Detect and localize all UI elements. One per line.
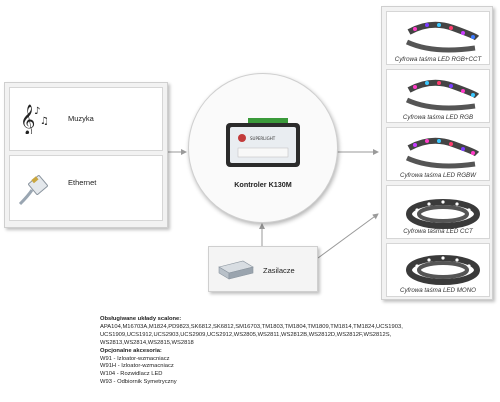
controller-brand-text: SUPERLIGHT bbox=[250, 136, 276, 141]
power-panel: Zasilacze bbox=[208, 246, 318, 292]
strip-caption: Cyfrowa taśma LED RGB+CCT bbox=[387, 56, 489, 63]
strip-caption: Cyfrowa taśma LED RGBW bbox=[387, 172, 489, 179]
accessories-heading: Opcjonalne akcesoria: bbox=[100, 348, 400, 356]
chips-line: UCS1909,UCS1912,UCS2903,UCS2909,UCS2912,… bbox=[100, 332, 400, 340]
accessory-item: W104 - Rozwidlacz LED bbox=[100, 371, 400, 379]
controller-circle: SUPERLIGHT Kontroler K130M bbox=[188, 73, 338, 223]
strip-caption: Cyfrowa taśma LED CCT bbox=[387, 228, 489, 235]
inputs-panel: 𝄞 ♪ ♫ Muzyka Ethernet bbox=[4, 82, 168, 228]
info-block: Obsługiwane układy scalone: APA104,M1670… bbox=[100, 316, 400, 387]
ethernet-cable-icon bbox=[16, 172, 52, 208]
strip-caption: Cyfrowa taśma LED RGB bbox=[387, 114, 489, 121]
strip-card: Cyfrowa taśma LED CCT bbox=[386, 185, 490, 239]
music-card: 𝄞 ♪ ♫ Muzyka bbox=[9, 87, 163, 151]
ethernet-label: Ethernet bbox=[68, 178, 96, 187]
arrow-power-to-strips bbox=[318, 214, 378, 258]
led-strip-color-icon bbox=[403, 134, 481, 172]
strip-card: Cyfrowa taśma LED RGB+CCT bbox=[386, 11, 490, 65]
strip-card: Cyfrowa taśma LED RGB bbox=[386, 69, 490, 123]
svg-text:♫: ♫ bbox=[40, 116, 49, 127]
chips-line: APA104,M16703A,M1824,PD9823,SK6812,SK681… bbox=[100, 324, 400, 332]
accessory-item: W93 - Odbiornik Symetryczny bbox=[100, 379, 400, 387]
led-strip-color-icon bbox=[403, 18, 481, 56]
led-strip-white-icon bbox=[403, 250, 481, 288]
ethernet-card: Ethernet bbox=[9, 155, 163, 221]
controller-label: Kontroler K130M bbox=[189, 180, 337, 189]
power-supply-icon bbox=[217, 259, 255, 281]
accessory-item: W91 - Izloator-wzmacniacz bbox=[100, 356, 400, 364]
accessory-item: W91H - Izloator-wzmacniacz bbox=[100, 363, 400, 371]
power-label: Zasilacze bbox=[263, 266, 295, 275]
led-strip-white-icon bbox=[403, 192, 481, 230]
strip-card: Cyfrowa taśma LED MONO bbox=[386, 243, 490, 297]
chips-heading: Obsługiwane układy scalone: bbox=[100, 316, 400, 324]
strip-caption: Cyfrowa taśma LED MONO bbox=[387, 287, 489, 294]
chips-line: WS2813,WS2814,WS2815,WS2818 bbox=[100, 340, 400, 348]
led-strip-color-icon bbox=[403, 76, 481, 114]
controller-device-icon: SUPERLIGHT bbox=[226, 118, 300, 168]
strips-panel: Cyfrowa taśma LED RGB+CCT Cyfrowa taśma … bbox=[381, 6, 493, 300]
music-label: Muzyka bbox=[68, 114, 94, 123]
strip-card: Cyfrowa taśma LED RGBW bbox=[386, 127, 490, 181]
music-notes-icon: 𝄞 ♪ ♫ bbox=[18, 102, 50, 134]
